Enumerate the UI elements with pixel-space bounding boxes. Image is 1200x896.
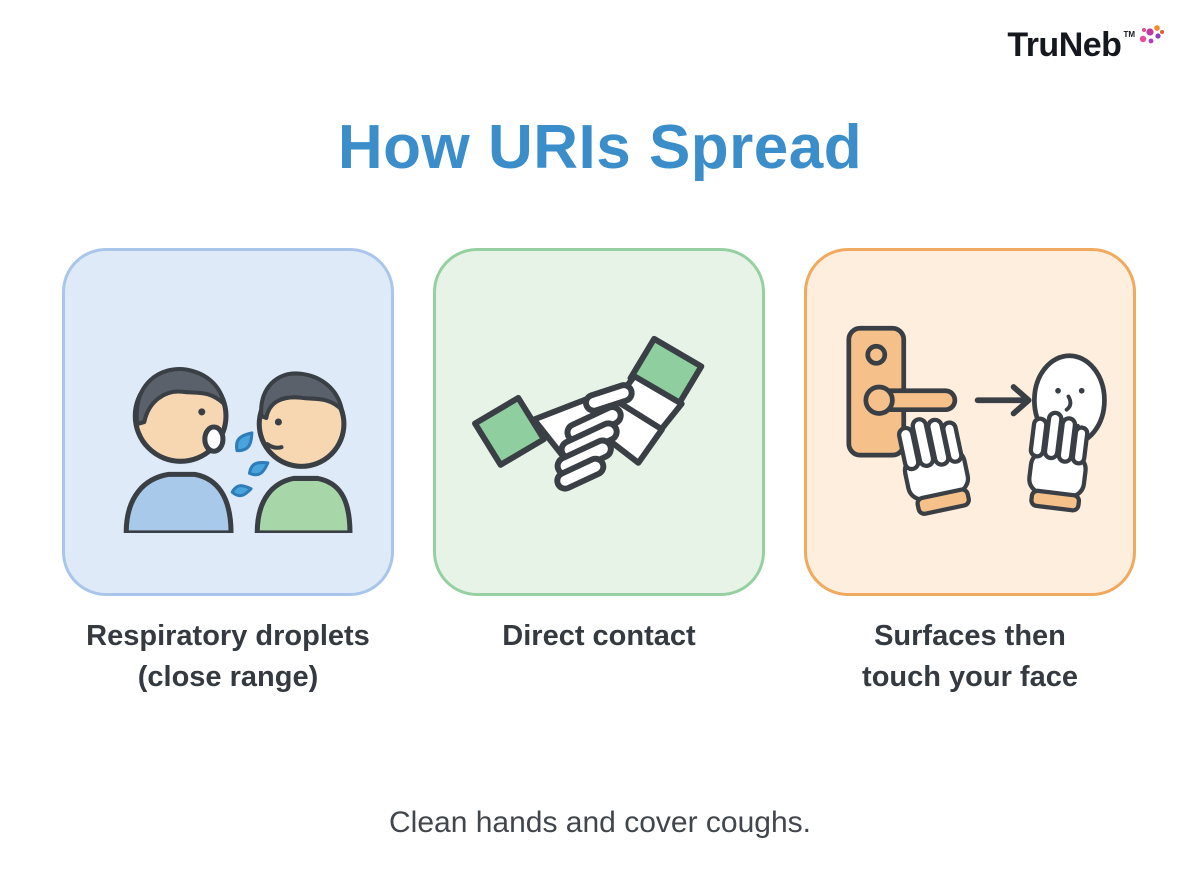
caption-line: Direct contact xyxy=(502,620,696,652)
caption-line: touch your face xyxy=(862,661,1078,694)
logo-sparkle-icon xyxy=(1139,25,1164,44)
caption-line: Surfaces then xyxy=(874,620,1066,652)
handshake-icon xyxy=(472,335,705,492)
column-direct-contact: Direct contact xyxy=(433,248,765,698)
caption-line: Respiratory droplets xyxy=(86,620,370,652)
arrow-icon xyxy=(974,384,1032,417)
panel-surfaces xyxy=(804,248,1136,596)
caption-direct-contact: Direct contact xyxy=(502,616,695,657)
surface-touch-face-icon xyxy=(846,325,1107,516)
footer-advice: Clean hands and cover coughs. xyxy=(389,806,811,839)
caption-surfaces: Surfaces then touch your face xyxy=(862,616,1078,698)
clasped-fingers xyxy=(554,403,624,492)
hand-touching-face xyxy=(1027,410,1090,513)
cough-droplets-icon xyxy=(123,367,353,533)
left-sleeve xyxy=(472,394,547,468)
column-respiratory-droplets: Respiratory droplets (close range) xyxy=(62,248,394,698)
panels-row: Respiratory droplets (close range) xyxy=(62,248,1136,698)
door-handle xyxy=(846,325,958,458)
hand-touching-handle xyxy=(896,417,971,516)
brand-logo: TruNeb TM xyxy=(1007,25,1166,64)
droplets xyxy=(230,431,270,498)
column-surfaces: Surfaces then touch your face xyxy=(804,248,1136,698)
person-listening xyxy=(254,371,353,533)
panel-respiratory-droplets xyxy=(62,248,394,596)
person-coughing xyxy=(123,367,234,533)
trademark-label: TM xyxy=(1123,30,1135,39)
caption-respiratory-droplets: Respiratory droplets (close range) xyxy=(86,616,370,698)
panel-direct-contact xyxy=(433,248,765,596)
brand-name: TruNeb xyxy=(1007,26,1122,64)
page-title: How URIs Spread xyxy=(337,113,863,182)
caption-line: (close range) xyxy=(137,661,319,694)
